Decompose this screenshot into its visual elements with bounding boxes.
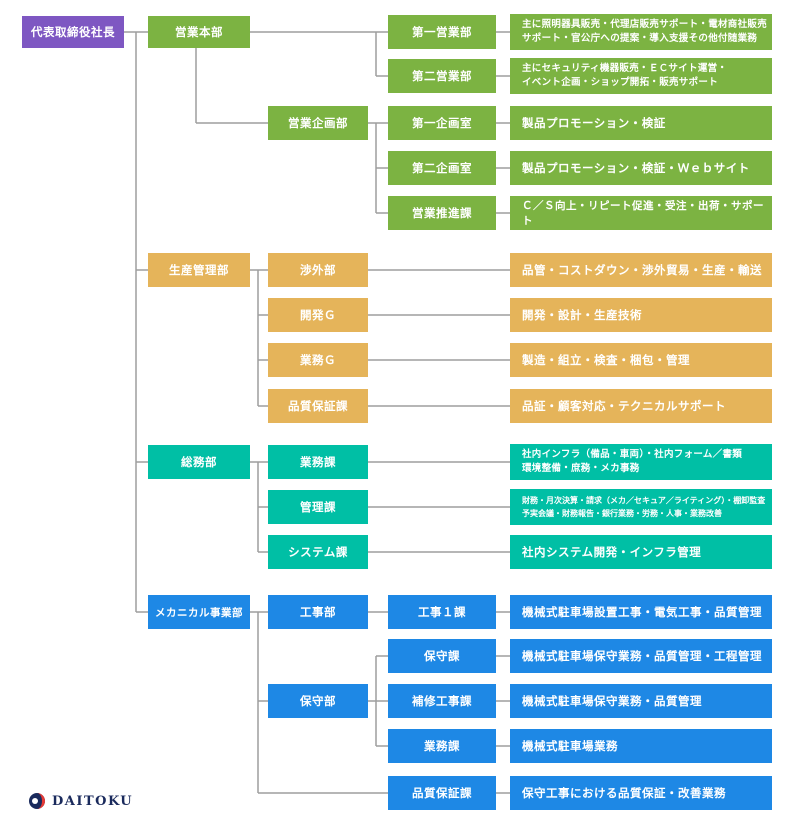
production-division-label: 生産管理部 xyxy=(169,263,229,277)
general-division-label: 総務部 xyxy=(181,455,217,469)
general-admin-label: 管理課 xyxy=(300,500,336,514)
daitoku-logo-icon xyxy=(29,793,45,809)
production-dev-box: 開発Ｇ xyxy=(268,298,368,332)
desc-line: 予実会議・財務報告・銀行業務・労務・人事・業務改善 xyxy=(522,509,722,518)
production-ops-label: 業務Ｇ xyxy=(300,353,336,367)
desc-line: 主に照明器具販売・代理店販売サポート・電材商社販売 xyxy=(522,19,768,30)
mechanical-maint-label: 保守課 xyxy=(424,649,460,663)
sales-plan2-box: 第二企画室 xyxy=(388,151,496,185)
sales-dept1-label: 第一営業部 xyxy=(412,25,472,39)
general-division-box: 総務部 xyxy=(148,445,250,479)
mechanical-qa-desc-text: 保守工事における品質保証・改善業務 xyxy=(522,786,726,800)
sales-dept2-desc-text: 主にセキュリティ機器販売・ＥＣサイト運営・イベント企画・ショップ開拓・販売サポー… xyxy=(522,62,727,90)
desc-line: サポート・官公庁への提案・導入支援その他付随業務 xyxy=(522,33,758,44)
production-dev-desc-text: 開発・設計・生産技術 xyxy=(522,308,642,322)
production-external-label: 渉外部 xyxy=(300,263,336,277)
mechanical-repair-label: 補修工事課 xyxy=(412,694,472,708)
sales-plan1-desc-text: 製品プロモーション・検証 xyxy=(522,116,666,130)
sales-promo-desc: Ｃ／Ｓ向上・リピート促進・受注・出荷・サポート xyxy=(510,196,772,230)
sales-dept2-label: 第二営業部 xyxy=(412,69,472,83)
mechanical-construction-label: 工事部 xyxy=(300,605,336,619)
general-system-label: システム課 xyxy=(288,545,348,559)
production-ops-desc-text: 製造・組立・検査・梱包・管理 xyxy=(522,353,690,367)
general-system-box: システム課 xyxy=(268,535,368,569)
mechanical-qa-label: 品質保証課 xyxy=(412,786,472,800)
sales-plan1-label: 第一企画室 xyxy=(412,116,472,130)
mechanical-repair-box: 補修工事課 xyxy=(388,684,496,718)
sales-planning-box: 営業企画部 xyxy=(268,106,368,140)
production-ops-box: 業務Ｇ xyxy=(268,343,368,377)
sales-promo-box: 営業推進課 xyxy=(388,196,496,230)
sales-division-box: 営業本部 xyxy=(148,16,250,48)
mechanical-maint-box: 保守課 xyxy=(388,639,496,673)
logo-text: DAITOKU xyxy=(52,793,134,809)
mechanical-qa-box: 品質保証課 xyxy=(388,776,496,810)
sales-planning-label: 営業企画部 xyxy=(288,116,348,130)
general-admin-desc: 財務・月次決算・請求（メカ／セキュア／ライティング）・棚卸監査予実会議・財務報告… xyxy=(510,489,772,525)
desc-line: 財務・月次決算・請求（メカ／セキュア／ライティング）・棚卸監査 xyxy=(522,496,766,505)
mechanical-maint-desc-text: 機械式駐車場保守業務・品質管理・工程管理 xyxy=(522,649,762,663)
general-ops-desc: 社内インフラ（備品・車両）・社内フォーム／書類環境整備・庶務・メカ事務 xyxy=(510,444,772,480)
general-admin-desc-text: 財務・月次決算・請求（メカ／セキュア／ライティング）・棚卸監査予実会議・財務報告… xyxy=(522,494,765,520)
production-external-box: 渉外部 xyxy=(268,253,368,287)
mechanical-repair-desc-text: 機械式駐車場保守業務・品質管理 xyxy=(522,694,702,708)
sales-dept2-box: 第二営業部 xyxy=(388,59,496,93)
sales-plan1-box: 第一企画室 xyxy=(388,106,496,140)
sales-dept1-desc: 主に照明器具販売・代理店販売サポート・電材商社販売サポート・官公庁への提案・導入… xyxy=(510,14,772,50)
production-dev-label: 開発Ｇ xyxy=(300,308,336,322)
production-external-desc: 品管・コストダウン・渉外貿易・生産・輸送 xyxy=(510,253,772,287)
sales-promo-desc-text: Ｃ／Ｓ向上・リピート促進・受注・出荷・サポート xyxy=(522,200,764,227)
mechanical-division-box: メカニカル事業部 xyxy=(148,595,250,629)
mechanical-construction1-desc-text: 機械式駐車場設置工事・電気工事・品質管理 xyxy=(522,605,762,619)
mechanical-construction-box: 工事部 xyxy=(268,595,368,629)
mechanical-maintenance-label: 保守部 xyxy=(300,694,336,708)
production-qa-desc-text: 品証・顧客対応・テクニカルサポート xyxy=(522,399,726,413)
company-logo: DAITOKU xyxy=(28,792,133,810)
desc-line: 環境整備・庶務・メカ事務 xyxy=(522,463,640,474)
mechanical-construction1-box: 工事１課 xyxy=(388,595,496,629)
mechanical-qa-desc: 保守工事における品質保証・改善業務 xyxy=(510,776,772,810)
mechanical-construction1-label: 工事１課 xyxy=(418,605,466,619)
production-ops-desc: 製造・組立・検査・梱包・管理 xyxy=(510,343,772,377)
production-qa-box: 品質保証課 xyxy=(268,389,368,423)
production-qa-label: 品質保証課 xyxy=(288,399,348,413)
mechanical-maint-desc: 機械式駐車場保守業務・品質管理・工程管理 xyxy=(510,639,772,673)
sales-division-label: 営業本部 xyxy=(175,25,223,39)
ceo-box: 代表取締役社長 xyxy=(22,16,124,48)
sales-plan2-desc-text: 製品プロモーション・検証・Ｗｅｂサイト xyxy=(522,161,750,175)
general-ops-label: 業務課 xyxy=(300,455,336,469)
sales-plan2-label: 第二企画室 xyxy=(412,161,472,175)
general-admin-box: 管理課 xyxy=(268,490,368,524)
production-external-desc-text: 品管・コストダウン・渉外貿易・生産・輸送 xyxy=(522,263,762,277)
mechanical-construction1-desc: 機械式駐車場設置工事・電気工事・品質管理 xyxy=(510,595,772,629)
production-division-box: 生産管理部 xyxy=(148,253,250,287)
production-qa-desc: 品証・顧客対応・テクニカルサポート xyxy=(510,389,772,423)
general-system-desc-text: 社内システム開発・インフラ管理 xyxy=(522,545,702,559)
desc-line: イベント企画・ショップ開拓・販売サポート xyxy=(522,77,719,88)
general-ops-desc-text: 社内インフラ（備品・車両）・社内フォーム／書類環境整備・庶務・メカ事務 xyxy=(522,448,742,476)
desc-line: 社内インフラ（備品・車両）・社内フォーム／書類 xyxy=(522,449,743,460)
desc-line: 主にセキュリティ機器販売・ＥＣサイト運営・ xyxy=(522,63,728,74)
mechanical-ops-label: 業務課 xyxy=(424,739,460,753)
mechanical-ops-box: 業務課 xyxy=(388,729,496,763)
general-system-desc: 社内システム開発・インフラ管理 xyxy=(510,535,772,569)
mechanical-repair-desc: 機械式駐車場保守業務・品質管理 xyxy=(510,684,772,718)
general-ops-box: 業務課 xyxy=(268,445,368,479)
sales-plan1-desc: 製品プロモーション・検証 xyxy=(510,106,772,140)
sales-dept2-desc: 主にセキュリティ機器販売・ＥＣサイト運営・イベント企画・ショップ開拓・販売サポー… xyxy=(510,58,772,94)
mechanical-maintenance-box: 保守部 xyxy=(268,684,368,718)
ceo-label: 代表取締役社長 xyxy=(31,25,115,39)
mechanical-division-label: メカニカル事業部 xyxy=(155,606,243,619)
sales-plan2-desc: 製品プロモーション・検証・Ｗｅｂサイト xyxy=(510,151,772,185)
sales-promo-label: 営業推進課 xyxy=(412,206,472,220)
production-dev-desc: 開発・設計・生産技術 xyxy=(510,298,772,332)
sales-dept1-box: 第一営業部 xyxy=(388,15,496,49)
sales-dept1-desc-text: 主に照明器具販売・代理店販売サポート・電材商社販売サポート・官公庁への提案・導入… xyxy=(522,18,767,46)
mechanical-ops-desc: 機械式駐車場業務 xyxy=(510,729,772,763)
mechanical-ops-desc-text: 機械式駐車場業務 xyxy=(522,739,618,753)
